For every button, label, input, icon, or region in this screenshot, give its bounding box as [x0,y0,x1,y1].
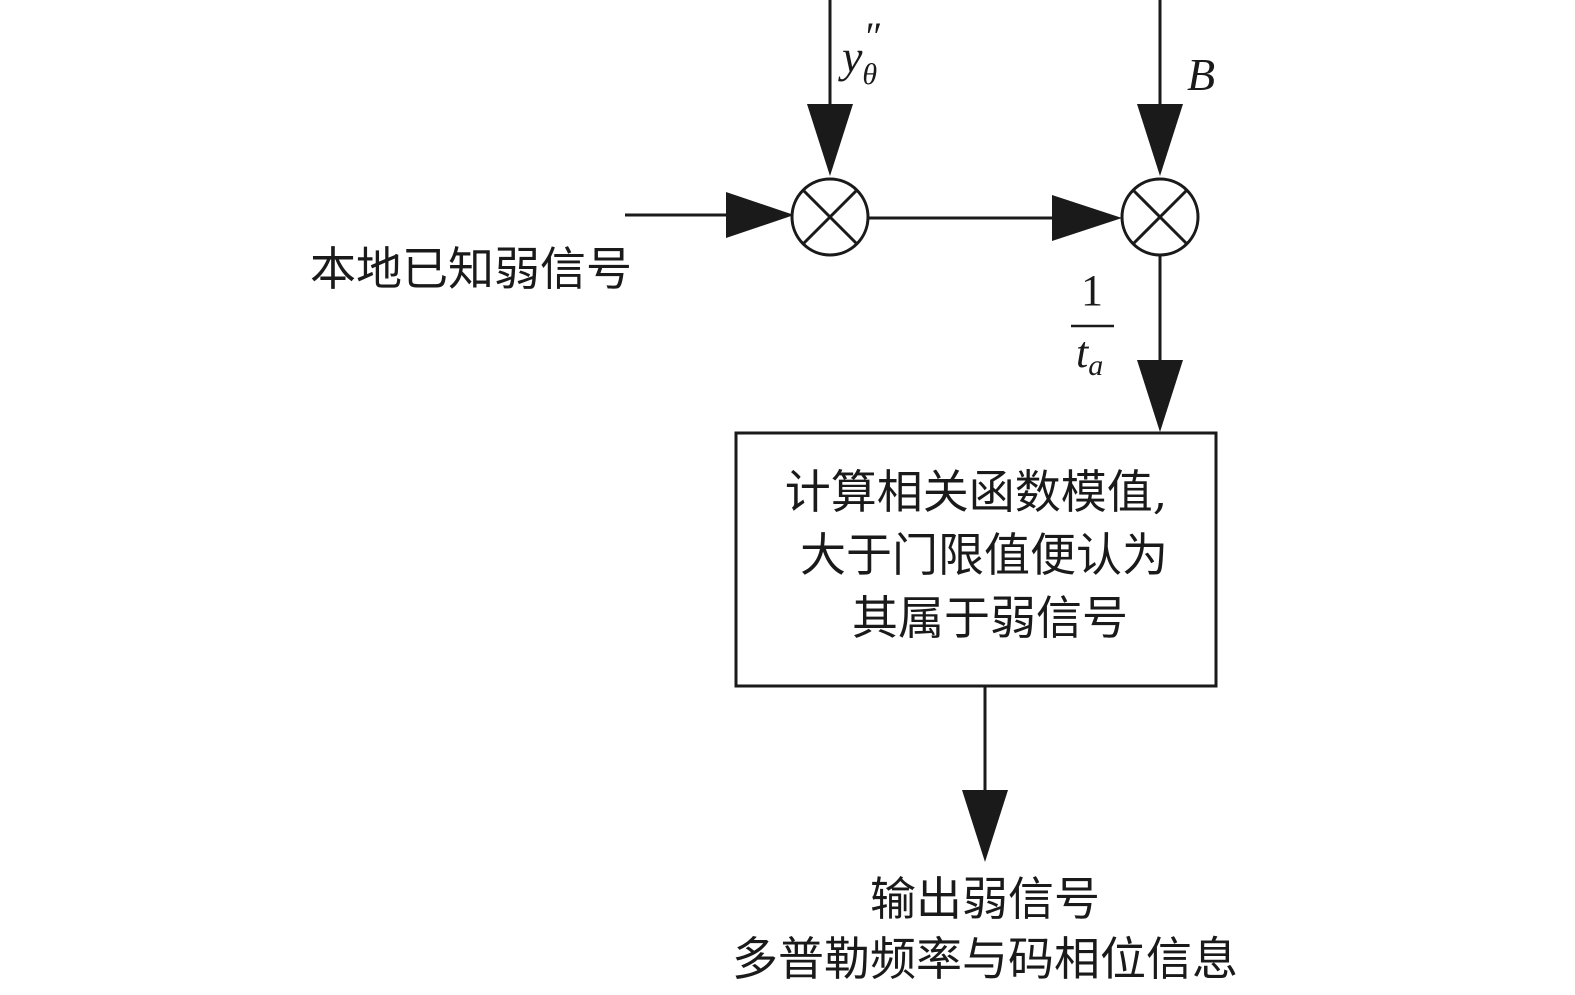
local-signal-label: 本地已知弱信号 [310,242,632,296]
local-signal-arrowhead [726,192,794,238]
multiplier-1-cross-b [801,188,859,246]
process-box-line-3: 其属于弱信号 [852,591,1128,645]
multiplier-2-cross-b [1131,188,1189,246]
fraction-1-over-ta: 1 ta [1071,266,1114,382]
mid-connector-arrowhead [1052,195,1122,241]
y-input-arrowhead [807,104,853,176]
multiplier-2 [1120,177,1200,257]
process-box-line-2: 大于门限值便认为 [800,528,1168,582]
fraction-denominator: ta [1076,328,1103,382]
b-label: B [1187,49,1215,100]
output-arrowhead [962,790,1008,862]
y-theta-label: yθ″ [838,14,881,91]
to-box-arrowhead [1137,360,1183,432]
output-line-1: 输出弱信号 [870,872,1100,926]
fraction-numerator: 1 [1081,266,1103,315]
process-box-line-1: 计算相关函数模值, [785,465,1168,519]
output-line-2: 多普勒频率与码相位信息 [732,932,1238,986]
multiplier-1 [790,177,870,257]
b-input-arrowhead [1137,104,1183,176]
process-box [734,431,1218,688]
